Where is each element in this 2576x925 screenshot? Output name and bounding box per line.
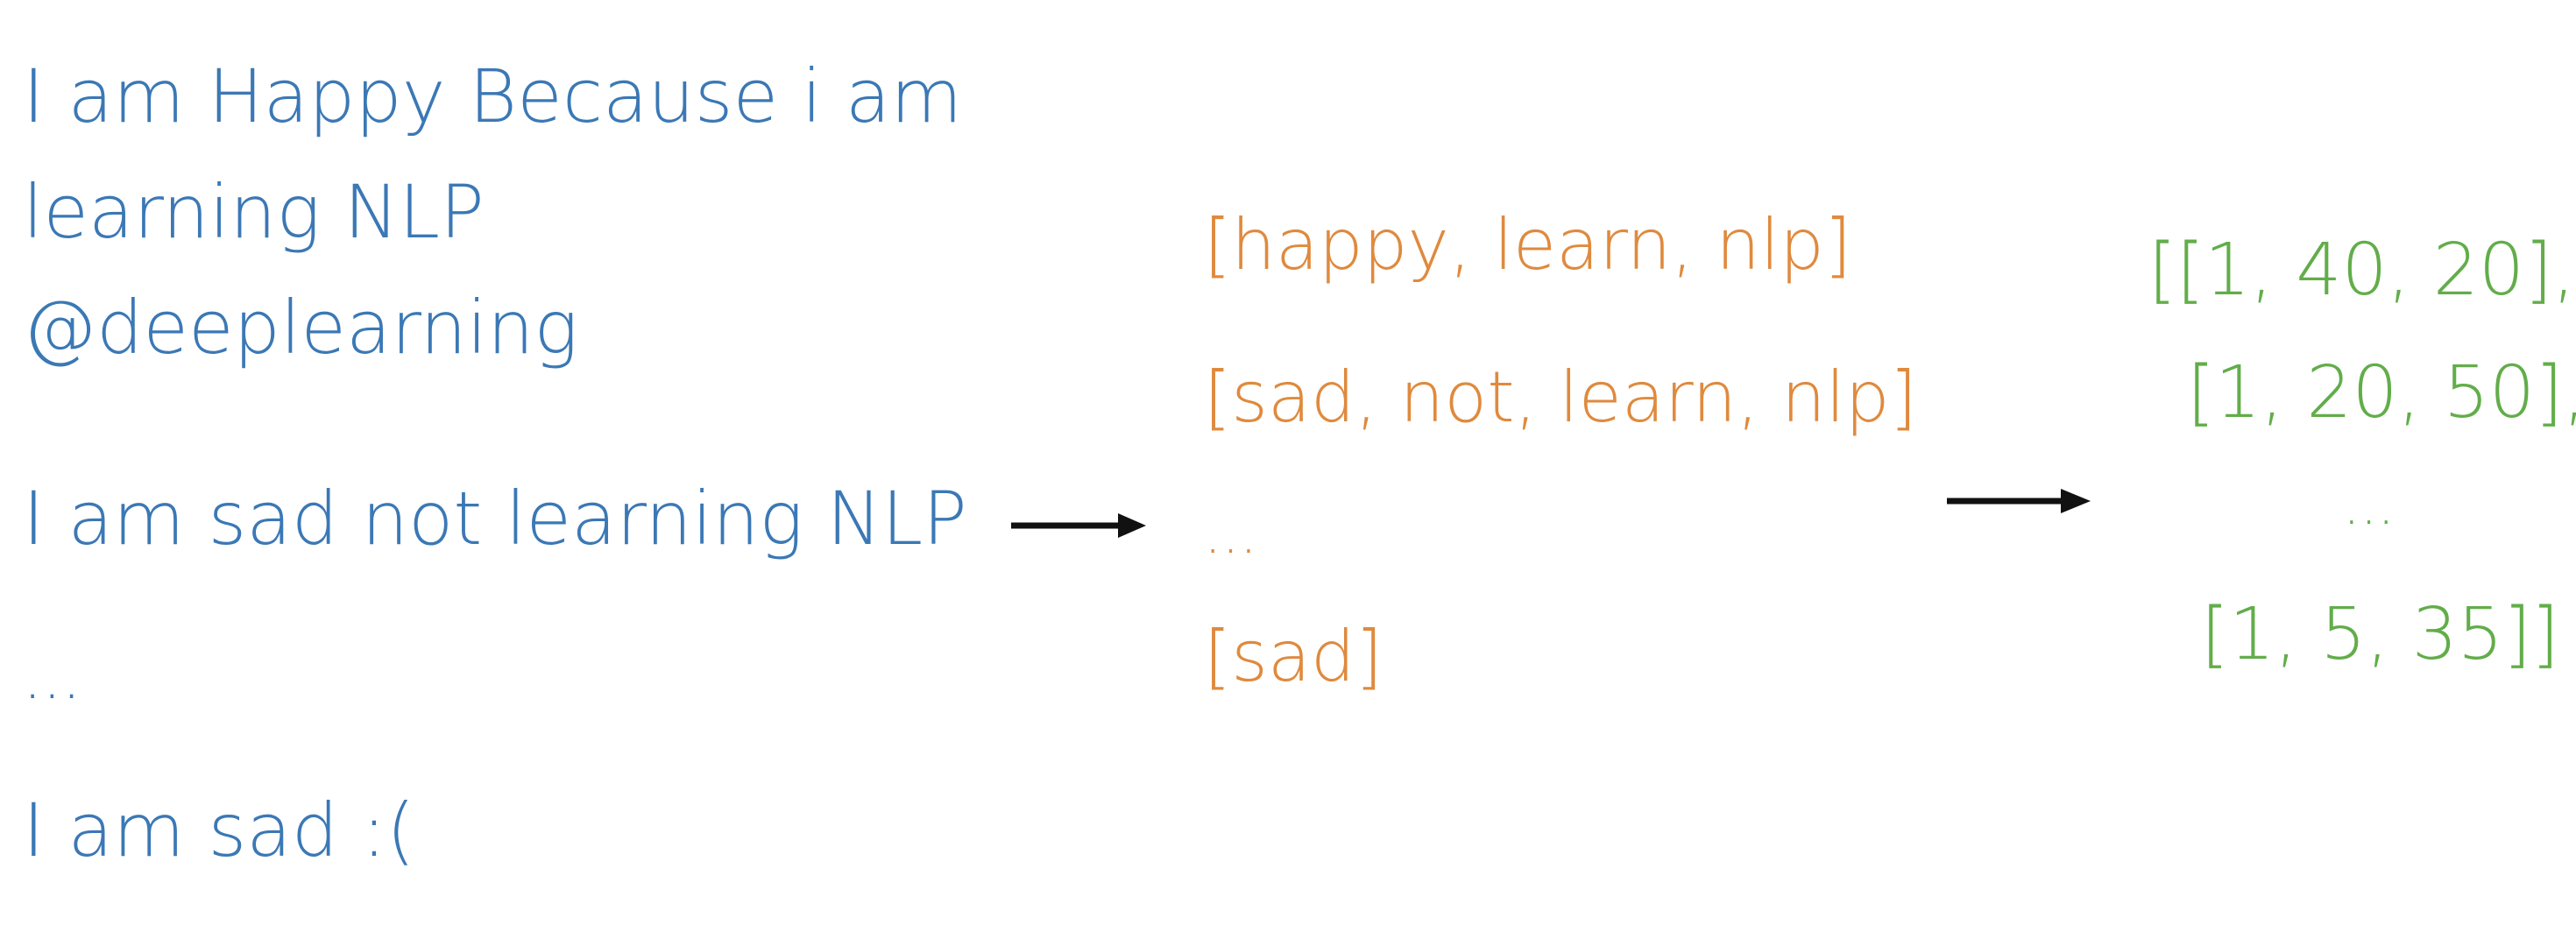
right-arrow-icon <box>1011 513 1146 538</box>
vector-2: [1, 20, 50], <box>2187 351 2576 434</box>
raw-tweet-1-line-3: @deeplearning <box>23 285 578 371</box>
vector-1: [[1, 40, 20], <box>2148 229 2576 312</box>
raw-tweet-1-line-2: learning NLP <box>23 169 485 255</box>
right-arrow-icon <box>1947 489 2091 513</box>
raw-tweet-ellipsis: ... <box>23 641 81 713</box>
raw-tweet-1-line-1: I am Happy Because i am <box>23 53 963 139</box>
preprocessed-1: [happy, learn, nlp] <box>1204 204 1852 286</box>
raw-tweet-3: I am sad :( <box>23 787 415 873</box>
raw-tweet-2: I am sad not learning NLP <box>23 476 967 561</box>
vector-3: [1, 5, 35]] <box>2201 593 2559 676</box>
preprocessed-3: [sad] <box>1204 616 1383 697</box>
vector-ellipsis: ... <box>2343 473 2396 537</box>
preprocessed-2: [sad, not, learn, nlp] <box>1204 357 1917 438</box>
preprocessed-ellipsis: ... <box>1204 502 1258 567</box>
